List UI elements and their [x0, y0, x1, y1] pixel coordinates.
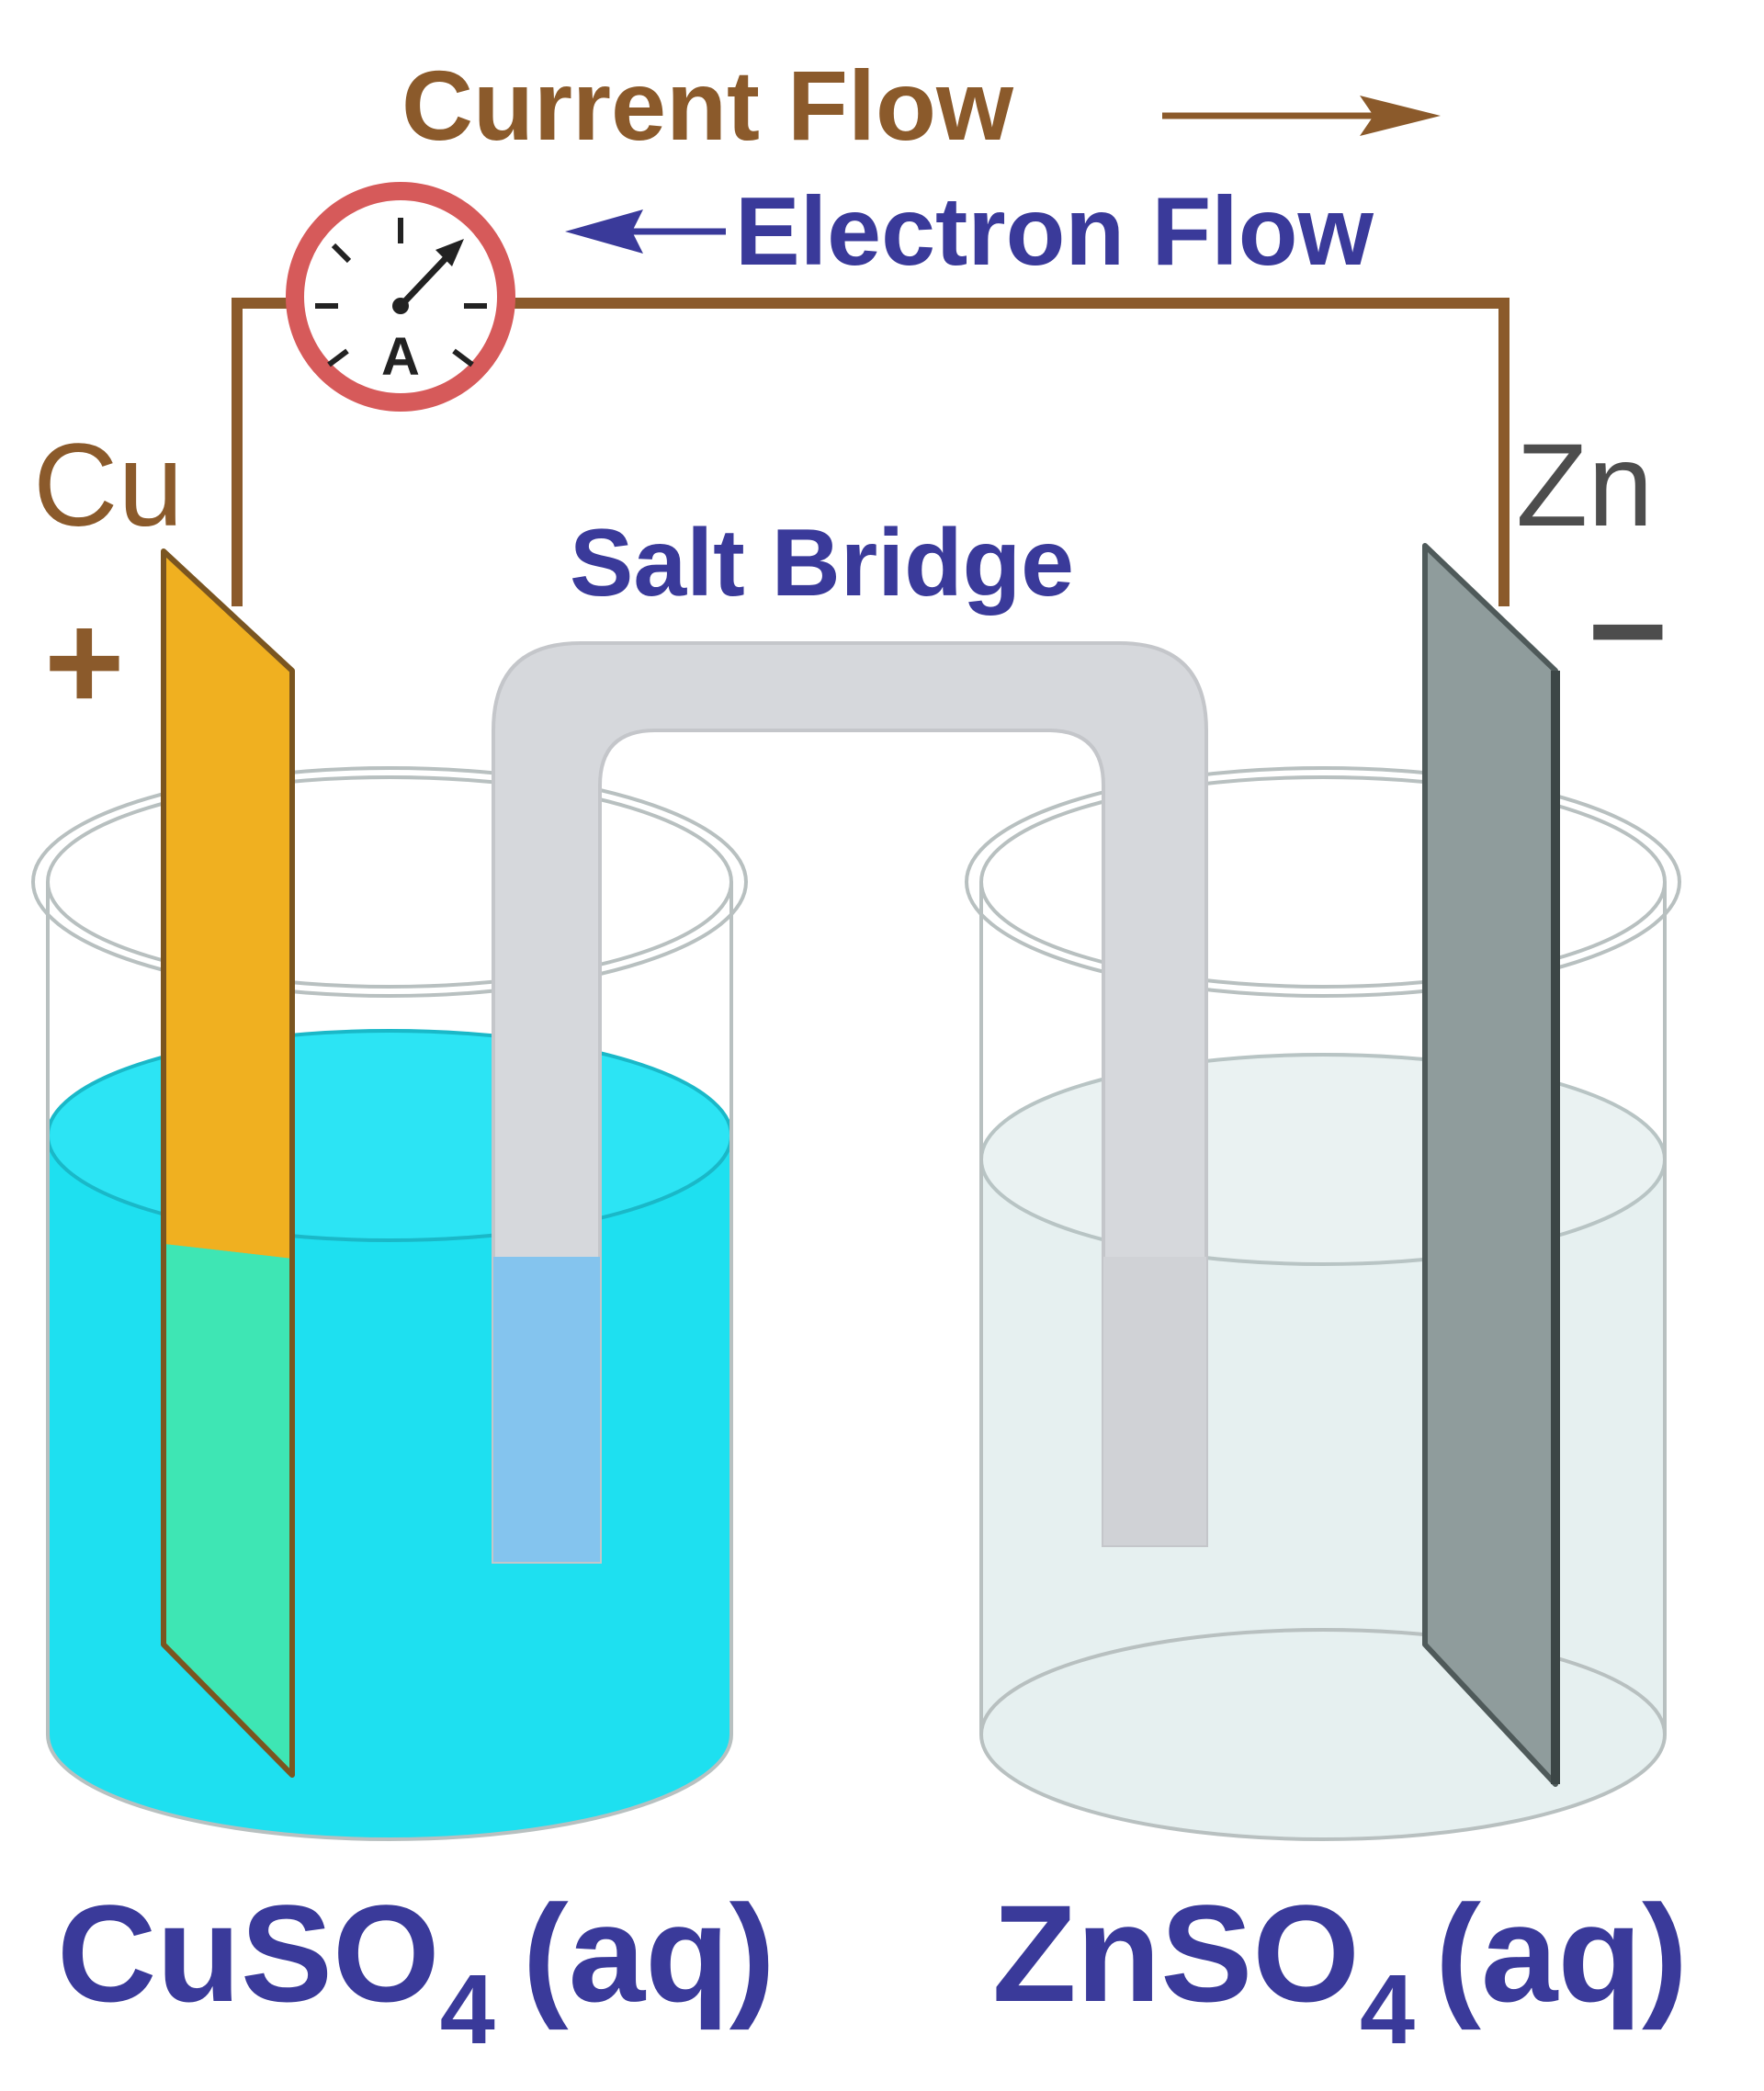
copper-electrode-label: Cu	[33, 420, 184, 551]
right-beaker	[965, 766, 1681, 1841]
copper-electrode-plate	[161, 548, 295, 1778]
znso4-subscript: 4	[1360, 1953, 1415, 2064]
cuso4-formula: CuSO	[57, 1876, 440, 2030]
external-wire	[232, 298, 1510, 606]
cuso4-subscript: 4	[440, 1953, 495, 2064]
left-beaker	[31, 766, 748, 1841]
znso4-formula: ZnSO	[992, 1876, 1360, 2030]
cuso4-label: CuSO4 (aq)	[57, 1876, 775, 2064]
electron-flow-arrow	[565, 209, 726, 254]
electron-flow-label: Electron Flow	[735, 177, 1374, 286]
positive-terminal-sign: +	[44, 584, 125, 739]
negative-terminal-sign: −	[1588, 553, 1668, 707]
ammeter: A	[286, 182, 515, 412]
current-flow-label: Current Flow	[401, 50, 1014, 161]
current-flow-arrow	[1162, 96, 1441, 136]
znso4-state: (aq)	[1435, 1876, 1688, 2030]
ammeter-symbol: A	[381, 327, 420, 387]
salt-bridge-tube	[492, 641, 1208, 1564]
znso4-label: ZnSO4(aq)	[992, 1876, 1688, 2064]
salt-bridge-label: Salt Bridge	[570, 510, 1074, 616]
zinc-electrode-plate	[1422, 543, 1560, 1787]
zinc-electrode-label: Zn	[1516, 420, 1653, 551]
cuso4-state: (aq)	[523, 1876, 775, 2030]
